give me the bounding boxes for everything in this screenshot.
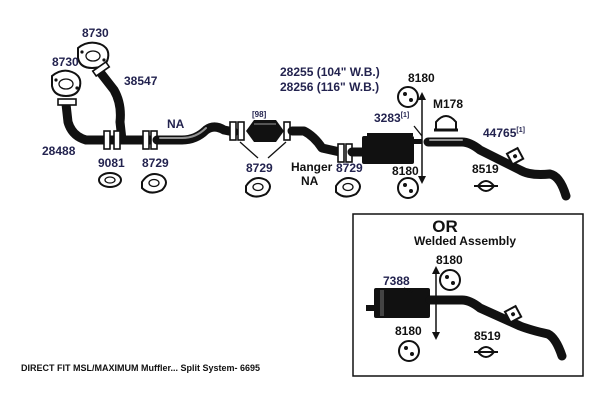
label-8729-b: 8729	[246, 161, 273, 175]
label-8519: 8519	[472, 162, 499, 176]
inset-subtitle: Welded Assembly	[414, 234, 516, 248]
flange-8730-left	[51, 69, 82, 98]
inset-label-8180-bottom: 8180	[395, 324, 422, 338]
clamp-m178	[434, 115, 458, 132]
inset-title: OR	[432, 217, 458, 236]
label-44765: 44765[1]	[483, 126, 525, 140]
flange-8730-top	[77, 41, 110, 70]
diagram-caption: DIRECT FIT MSL/MAXIMUM Muffler... Split …	[21, 363, 260, 373]
label-28256: 28256 (116" W.B.)	[280, 80, 379, 94]
inset-label-8519: 8519	[474, 329, 501, 343]
inset-hanger-8180-top	[439, 269, 461, 291]
label-na-1: NA	[167, 117, 185, 131]
inset-clamp-8519	[474, 346, 498, 358]
inset-labels: OR Welded Assembly 7388 8180 8180 8519	[383, 217, 516, 343]
label-bracket-98: [98]	[252, 110, 267, 119]
label-8730-left: 8730	[52, 55, 79, 69]
label-8729-a: 8729	[142, 156, 169, 170]
label-na-2: NA	[301, 174, 319, 188]
hanger-arrows	[418, 92, 426, 184]
gasket-8729-a	[141, 173, 167, 194]
clamp-8519	[474, 180, 498, 192]
tailpipe-to-muffler	[287, 126, 367, 163]
part-labels: 8730 8730 38547 28488 9081 8729 NA [98] …	[42, 26, 525, 188]
label-28488: 28488	[42, 144, 76, 158]
inset-tailpipe	[425, 295, 567, 361]
muffler-3283	[362, 133, 422, 164]
hanger-8180-bottom	[397, 177, 419, 199]
label-m178: M178	[433, 97, 463, 111]
label-8730-top: 8730	[82, 26, 109, 40]
inset-muffler-7388	[366, 288, 430, 318]
hanger-8180-top	[397, 86, 419, 108]
intermediate-pipe	[152, 121, 245, 145]
label-hanger: Hanger	[291, 160, 333, 174]
tailpipe-44765	[423, 137, 571, 201]
inset-label-8180-top: 8180	[436, 253, 463, 267]
gasket-8729-b	[245, 177, 271, 198]
inset-hanger-arrows	[432, 266, 440, 340]
gasket-8729-c	[335, 177, 361, 198]
gasket-9081	[98, 172, 122, 188]
inset-label-7388: 7388	[383, 274, 410, 288]
label-8180-bottom: 8180	[392, 164, 419, 178]
label-28255: 28255 (104" W.B.)	[280, 65, 380, 79]
inset-hanger-8180-bottom	[398, 340, 420, 362]
catalytic-converter	[246, 120, 291, 142]
label-38547: 38547	[124, 74, 158, 88]
label-8180-top: 8180	[408, 71, 435, 85]
label-3283: 3283[1]	[374, 111, 409, 125]
manifold-pipes	[51, 41, 158, 150]
label-9081: 9081	[98, 156, 125, 170]
label-8729-c: 8729	[336, 161, 363, 175]
